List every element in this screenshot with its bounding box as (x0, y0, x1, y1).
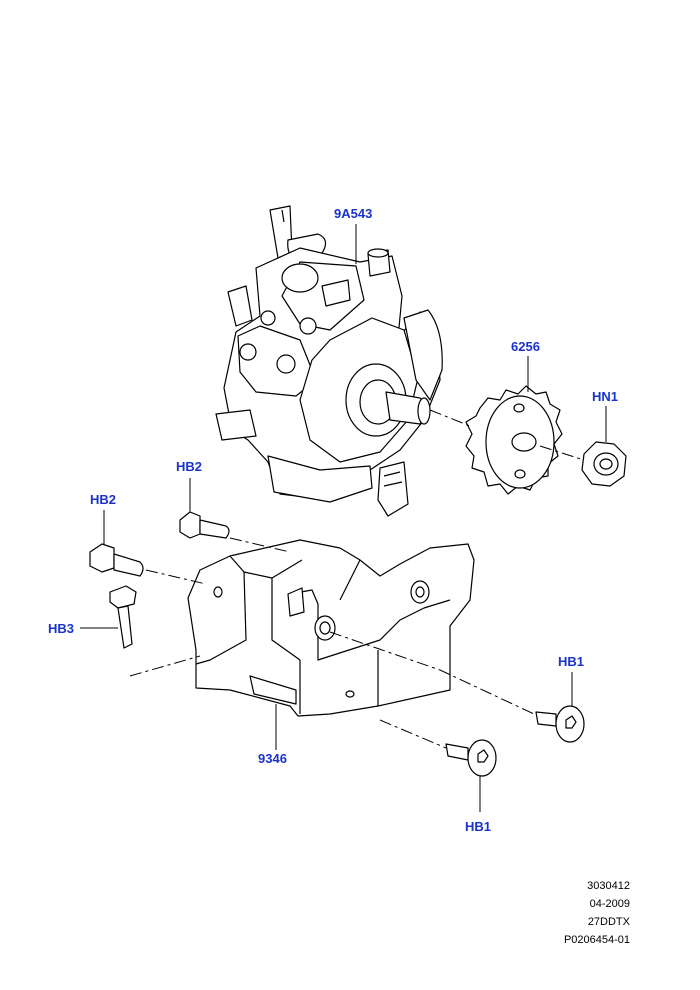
callout-hb1-upper: HB1 (558, 654, 584, 669)
callout-9346: 9346 (258, 751, 287, 766)
callout-hb2-lower: HB2 (90, 492, 116, 507)
leader-lines (80, 224, 607, 812)
reference-part-number: P0206454-01 (563, 934, 630, 946)
bolt-hb1-lower (445, 739, 497, 777)
callout-6256: 6256 (511, 339, 540, 354)
callout-hn1: HN1 (592, 389, 618, 404)
fuel-pump-assembly (215, 205, 443, 517)
bolt-hb3 (109, 585, 137, 649)
reference-code: 3030412 (587, 880, 630, 892)
drive-sprocket (465, 385, 563, 495)
bolt-hb2-lower (89, 543, 144, 577)
reference-date: 04-2009 (589, 898, 630, 910)
callout-hb1-lower: HB1 (465, 819, 491, 834)
callout-hb2-upper: HB2 (176, 459, 202, 474)
bolt-hb2-upper (179, 511, 230, 539)
alignment-lines (129, 409, 585, 749)
reference-model: 27DDTX (587, 916, 630, 928)
bolt-hb1-upper (535, 705, 585, 743)
mounting-bracket (187, 539, 475, 717)
callout-hb3: HB3 (48, 621, 74, 636)
callout-9a543: 9A543 (334, 206, 372, 221)
flange-nut (581, 441, 627, 487)
